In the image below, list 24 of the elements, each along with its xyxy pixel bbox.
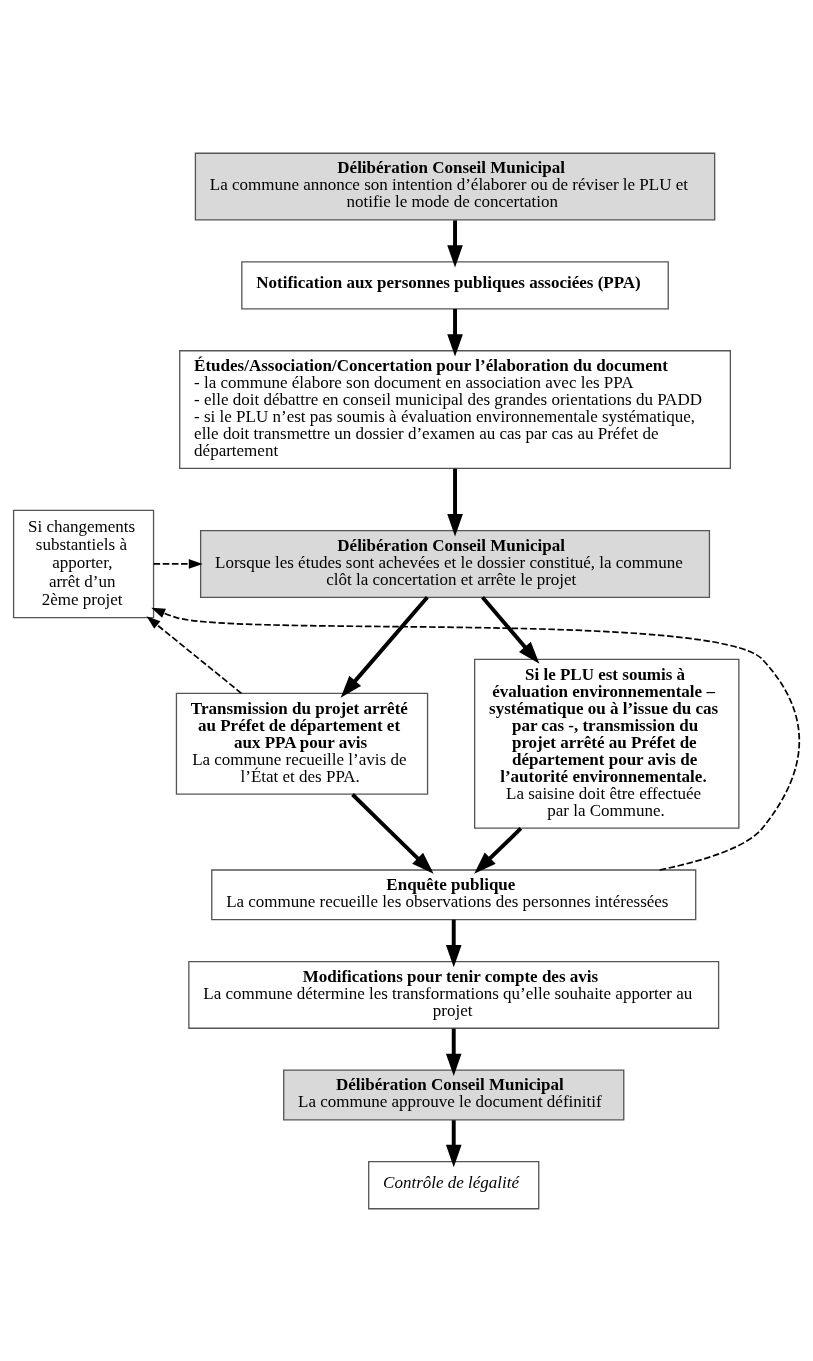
node-box: Enquête publique La commune recueille les observations des personnes intéressées — [211, 868, 697, 920]
arrow — [481, 595, 540, 664]
node-box: Notification aux personnes publiques associées (PPA) — [241, 260, 669, 310]
arrow — [445, 1028, 462, 1076]
node-box: Modifications pour tenir compte des avis La commune détermine les transformations qu’elle souhaite apporter au projet — [188, 960, 720, 1029]
node-box: Délibération Conseil Municipal Lorsque les études sont achevées et le dossier constitué, la commune clôt la concertation et arrête le projet — [200, 529, 711, 598]
node-box: Si le PLU est soumis à évaluation environnementale – systématique ou à l’issue du cas par cas -, transmission du projet arrêté au Préfet de département pour avis de l’autorité environnementale. La saisine doit être effectuée par la Commune. — [474, 658, 740, 829]
arrow — [447, 308, 463, 357]
arrow — [340, 595, 429, 698]
node-box: Transmission du projet arrêté au Préfet de département et aux PPA pour avis La commune recueille l’avis de l’État et des PPA. — [175, 692, 429, 795]
arrow — [351, 792, 434, 874]
arrow — [151, 607, 801, 871]
node-box: Délibération Conseil Municipal La commune annonce son intention d’élaborer ou de réviser le PLU et notifie le mode de concertation — [194, 152, 716, 221]
node-box: Si changements substantiels à apporter, arrêt d’un 2ème projet — [12, 509, 155, 618]
node-box: Contrôle de légalité — [368, 1160, 540, 1209]
arrow — [447, 219, 463, 267]
arrow — [445, 1119, 462, 1167]
node-box: Délibération Conseil Municipal La commune approuve le document définitif — [283, 1068, 625, 1120]
arrow — [445, 919, 462, 967]
node-box: Études/Association/Concertation pour l’élaboration du document - la commune élabore son document en association avec les PPA - elle doit débattre en conseil municipal des grandes orientations du PADD - si le PLU n’est pas soumis à évaluation environnementale systématique, elle doit transmettre un dossier d’examen au cas par cas au Préfet de département — [179, 349, 732, 469]
arrow — [447, 468, 463, 536]
arrow — [152, 558, 203, 569]
arrow — [146, 615, 243, 694]
arrow — [474, 826, 523, 874]
